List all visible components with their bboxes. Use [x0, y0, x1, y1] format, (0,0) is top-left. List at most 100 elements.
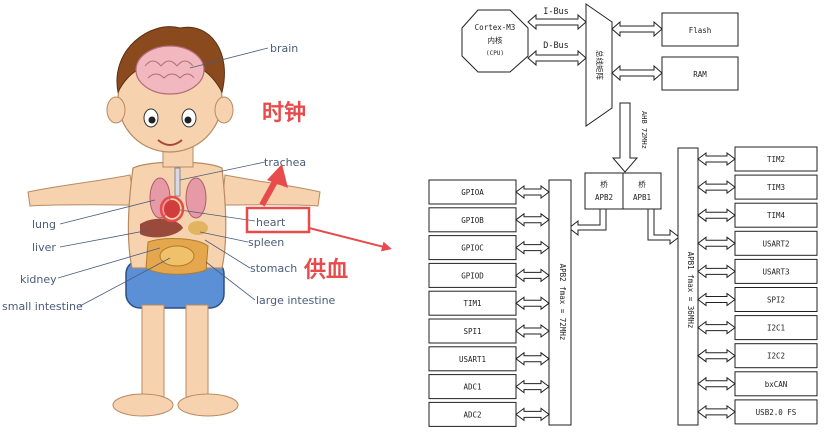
peripheral-box-gpiod [428, 262, 517, 288]
peripheral-label-gpiob: GPIOB [461, 216, 484, 225]
peripheral-box-gpiob [428, 207, 517, 233]
mouth [157, 139, 183, 146]
left-ear [106, 96, 126, 124]
power-arrow [308, 227, 392, 252]
peripheral-label-gpioa: GPIOA [461, 188, 484, 197]
brain-organ [135, 45, 205, 95]
liver-organ [140, 218, 183, 238]
peripheral-box-tim4 [734, 202, 818, 228]
peripheral-label-spi2: SPI2 [767, 296, 785, 305]
peripheral-label-gpiod: GPIOD [461, 271, 484, 280]
apb1-bus [677, 147, 699, 426]
peripheral-box-spi1 [428, 318, 517, 344]
apb1-link-arrow-usart2 [697, 236, 736, 251]
peripheral-label-i2c1: I2C1 [767, 324, 785, 333]
bridge-apb1-connector [647, 208, 680, 246]
peripheral-label-bxcan: bxCAN [765, 380, 788, 389]
label-stomach: stomach [250, 262, 297, 275]
left-foot [112, 393, 174, 417]
label-leaders [57, 47, 269, 307]
peripheral-box-gpioa [428, 179, 517, 205]
bridge-apb1-line1: 桥 [638, 179, 646, 189]
flash-bus-arrow [611, 20, 663, 38]
ibus-label: I-Bus [543, 7, 569, 17]
peripheral-label-gpioc: GPIOC [461, 244, 484, 253]
peripheral-box-usart2 [734, 230, 818, 256]
left-arm [27, 174, 136, 207]
dbus-arrow [527, 49, 587, 67]
cpu-label-line1: Cortex-M3 [475, 23, 516, 32]
anatomy-illustration: brain trachea lung heart liver spleen ki… [2, 26, 392, 417]
peripheral-box-spi2 [734, 287, 818, 312]
peripheral-label-spi1: SPI1 [463, 327, 481, 336]
apb2-link-arrow-gpiob [515, 212, 550, 227]
cpu-label-line3: (CPU) [486, 50, 504, 57]
peripheral-box-tim3 [734, 174, 818, 200]
apb1-link-arrow-tim2 [697, 152, 736, 166]
apb1-link-arrow-i2c2 [697, 348, 736, 363]
annotation-clock: 时钟 [262, 100, 306, 126]
bridge-apb2-connector [568, 208, 607, 237]
apb1-link-arrow-bxcan [697, 376, 736, 391]
heart-highlight-box [245, 206, 311, 234]
right-leg [185, 304, 209, 401]
peripheral-box-tim2 [734, 146, 818, 172]
apb2-link-arrow-adc2 [515, 407, 550, 422]
clock-arrow-head [267, 164, 288, 188]
cpu-core-octagon [461, 9, 529, 73]
apb2-peripheral-list: GPIOA GPIOB GPIOC GPIOD TIM1SPI1USART1ADC1AD… [428, 179, 550, 427]
ahb-label: AHB 72MHz [640, 111, 648, 149]
apb1-link-arrow-i2c1 [697, 320, 736, 335]
apb1-link-arrow-tim4 [697, 208, 736, 223]
apb1-link-arrow-usb2-0-fs [697, 404, 736, 419]
left-pupil [148, 116, 156, 124]
apb2-link-arrow-gpiod [515, 268, 550, 283]
ibus-arrow [527, 13, 587, 31]
label-spleen: spleen [248, 236, 284, 249]
apb2-link-arrow-adc1 [515, 379, 550, 394]
label-liver: liver [32, 241, 56, 254]
label-kidney: kidney [20, 273, 57, 286]
label-brain: brain [270, 42, 298, 55]
peripheral-box-adc2 [428, 401, 517, 427]
peripheral-label-usb2-0-fs: USB2.0 FS [756, 408, 797, 417]
peripheral-label-tim4: TIM4 [767, 211, 786, 220]
ram-label: RAM [693, 70, 707, 79]
heart-organ [164, 200, 180, 218]
peripheral-box-i2c1 [734, 315, 818, 341]
label-large-intestine: large intestine [256, 294, 336, 307]
label-lung: lung [32, 218, 56, 231]
left-leg [141, 304, 165, 401]
peripheral-label-usart3: USART3 [762, 267, 789, 276]
peripheral-label-usart1: USART1 [459, 355, 486, 364]
peripheral-label-usart2: USART2 [762, 239, 789, 248]
peripheral-label-tim3: TIM3 [767, 183, 785, 192]
apb2-bus-label: APB2 fmax = 72MHz [558, 264, 567, 341]
bus-matrix [585, 3, 613, 127]
bridge-apb2 [584, 172, 624, 210]
apb2-link-arrow-gpioa [515, 185, 550, 199]
apb2-link-arrow-tim1 [515, 296, 550, 311]
apb2-link-arrow-gpioc [515, 240, 550, 255]
flash-label: Flash [689, 26, 712, 35]
peripheral-label-adc2: ADC2 [463, 410, 481, 419]
label-trachea: trachea [264, 156, 306, 169]
peripheral-label-i2c2: I2C2 [767, 352, 785, 361]
bridge-apb1 [622, 172, 662, 210]
brain-folds [144, 60, 195, 79]
bridge-apb2-line2: APB2 [595, 193, 613, 202]
label-heart: heart [256, 216, 286, 229]
apb1-link-arrow-spi2 [697, 292, 736, 307]
peripheral-label-tim1: TIM1 [463, 299, 481, 308]
peripheral-box-i2c2 [734, 343, 818, 369]
apb1-link-arrow-tim3 [697, 180, 736, 195]
ahb-arrow [611, 102, 639, 173]
ram-bus-arrow [611, 64, 663, 82]
peripheral-label-adc1: ADC1 [463, 383, 481, 392]
stomach-organ [188, 221, 208, 235]
peripheral-box-usart1 [428, 346, 517, 372]
right-pupil [184, 116, 192, 124]
annotation-power: 供血 [303, 257, 348, 283]
bridge-apb2-line1: 桥 [600, 179, 608, 189]
